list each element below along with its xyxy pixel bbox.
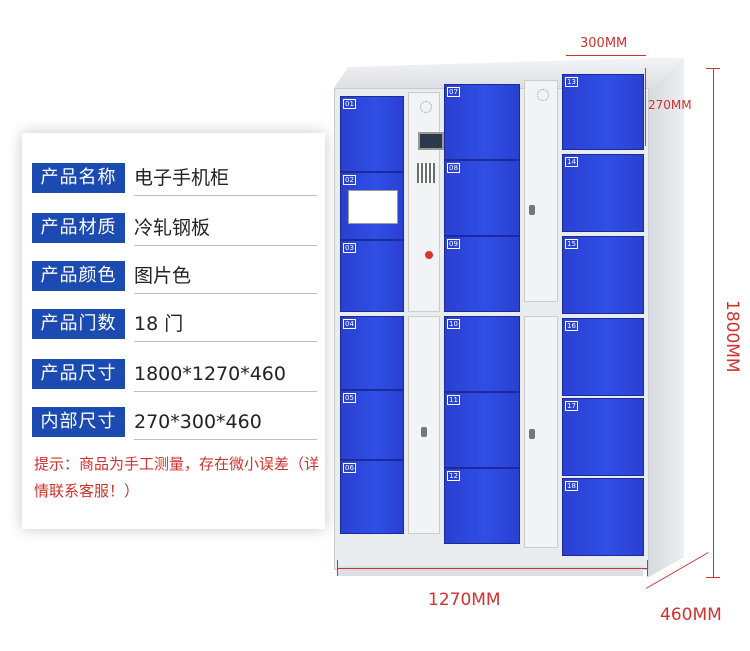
touch-screen (418, 132, 444, 150)
spec-row-color: 产品颜色 图片色 (32, 261, 317, 294)
locker-door: 16 (562, 318, 644, 396)
lock-icon (529, 205, 535, 215)
spec-label: 内部尺寸 (32, 407, 125, 437)
locker-door: 12 (444, 468, 520, 544)
door-number: 12 (447, 471, 460, 481)
emergency-button-icon (425, 251, 433, 259)
divider (134, 391, 317, 392)
door-number: 17 (565, 401, 578, 411)
divider (134, 245, 317, 246)
spec-value: 电子手机柜 (134, 167, 230, 189)
locker-door: 13 (562, 74, 644, 150)
speaker-icon (537, 89, 549, 101)
door-number: 01 (343, 99, 356, 109)
divider (134, 293, 317, 294)
dimension-line (713, 68, 714, 578)
locker-door: 09 (444, 236, 520, 312)
divider (134, 195, 317, 196)
lock-icon (529, 429, 535, 439)
spec-row-doors: 产品门数 18 门 (32, 309, 317, 342)
door-number: 13 (565, 77, 578, 87)
door-number: 06 (343, 463, 356, 473)
dimension-tick (706, 577, 720, 578)
door-number: 14 (565, 157, 578, 167)
divider (134, 341, 317, 342)
spec-row-inner-size: 内部尺寸 270*300*460 (32, 407, 317, 440)
door-number: 11 (447, 395, 460, 405)
locker-door: 11 (444, 392, 520, 468)
locker-door: 04 (340, 316, 404, 390)
instruction-sticker (348, 190, 398, 224)
locker-door: 05 (340, 390, 404, 460)
locker-door: 07 (444, 84, 520, 160)
spec-value: 图片色 (134, 265, 192, 287)
spec-row-name: 产品名称 电子手机柜 (32, 163, 317, 196)
locker-door: 08 (444, 160, 520, 236)
dimension-depth: 460MM (660, 605, 722, 625)
locker-door: 06 (340, 460, 404, 534)
spec-value: 1800*1270*460 (134, 363, 286, 385)
spec-label: 产品门数 (32, 309, 125, 339)
door-number: 09 (447, 239, 460, 249)
dimension-line (337, 568, 648, 569)
locker-door: 01 (340, 96, 404, 172)
locker-cabinet-image: 01 02 03 04 05 06 07 08 09 10 11 12 13 1… (334, 58, 714, 588)
locker-door: 10 (444, 316, 520, 392)
spec-label: 产品材质 (32, 213, 125, 243)
door-number: 04 (343, 319, 356, 329)
dimension-tick (647, 560, 648, 576)
side-panel-2 (524, 316, 558, 548)
spec-value: 冷轧钢板 (134, 217, 211, 239)
door-number: 08 (447, 163, 460, 173)
locker-door: 03 (340, 240, 404, 312)
spec-value: 270*300*460 (134, 411, 262, 433)
locker-door: 14 (562, 154, 644, 232)
control-panel (408, 92, 444, 312)
door-number: 03 (343, 243, 356, 253)
qr-code (417, 163, 435, 183)
dimension-height: 1800MM (722, 300, 742, 373)
side-panel (408, 316, 440, 534)
door-number: 18 (565, 481, 578, 491)
spec-label: 产品名称 (32, 163, 125, 193)
spec-value: 18 门 (134, 313, 184, 335)
measurement-note: 提示：商品为手工测量，存在微小误差（详情联系客服！） (34, 455, 320, 500)
dimension-tick (706, 68, 720, 69)
spec-label: 产品尺寸 (32, 359, 125, 389)
dimension-line (566, 55, 646, 56)
locker-door: 17 (562, 398, 644, 476)
cabinet-base (338, 566, 643, 576)
dimension-tick (337, 560, 338, 576)
dimension-top-width: 300MM (580, 36, 628, 51)
speaker-icon (420, 101, 432, 113)
control-panel-2 (524, 80, 558, 302)
door-number: 02 (343, 175, 356, 185)
spec-row-material: 产品材质 冷轧钢板 (32, 213, 317, 246)
spec-row-size: 产品尺寸 1800*1270*460 (32, 359, 317, 392)
locker-door: 18 (562, 478, 644, 556)
lock-icon (421, 427, 427, 437)
door-number: 10 (447, 319, 460, 329)
door-number: 07 (447, 87, 460, 97)
spec-card: 产品名称 电子手机柜 产品材质 冷轧钢板 产品颜色 图片色 产品门数 18 门 … (22, 133, 325, 529)
door-number: 16 (565, 321, 578, 331)
divider (134, 439, 317, 440)
door-number: 05 (343, 393, 356, 403)
locker-door: 15 (562, 236, 644, 314)
dimension-door-height: 270MM (648, 98, 692, 112)
door-number: 15 (565, 239, 578, 249)
cabinet-side (647, 58, 684, 578)
dimension-width: 1270MM (428, 590, 501, 610)
dimension-line (645, 68, 646, 146)
spec-label: 产品颜色 (32, 261, 125, 291)
